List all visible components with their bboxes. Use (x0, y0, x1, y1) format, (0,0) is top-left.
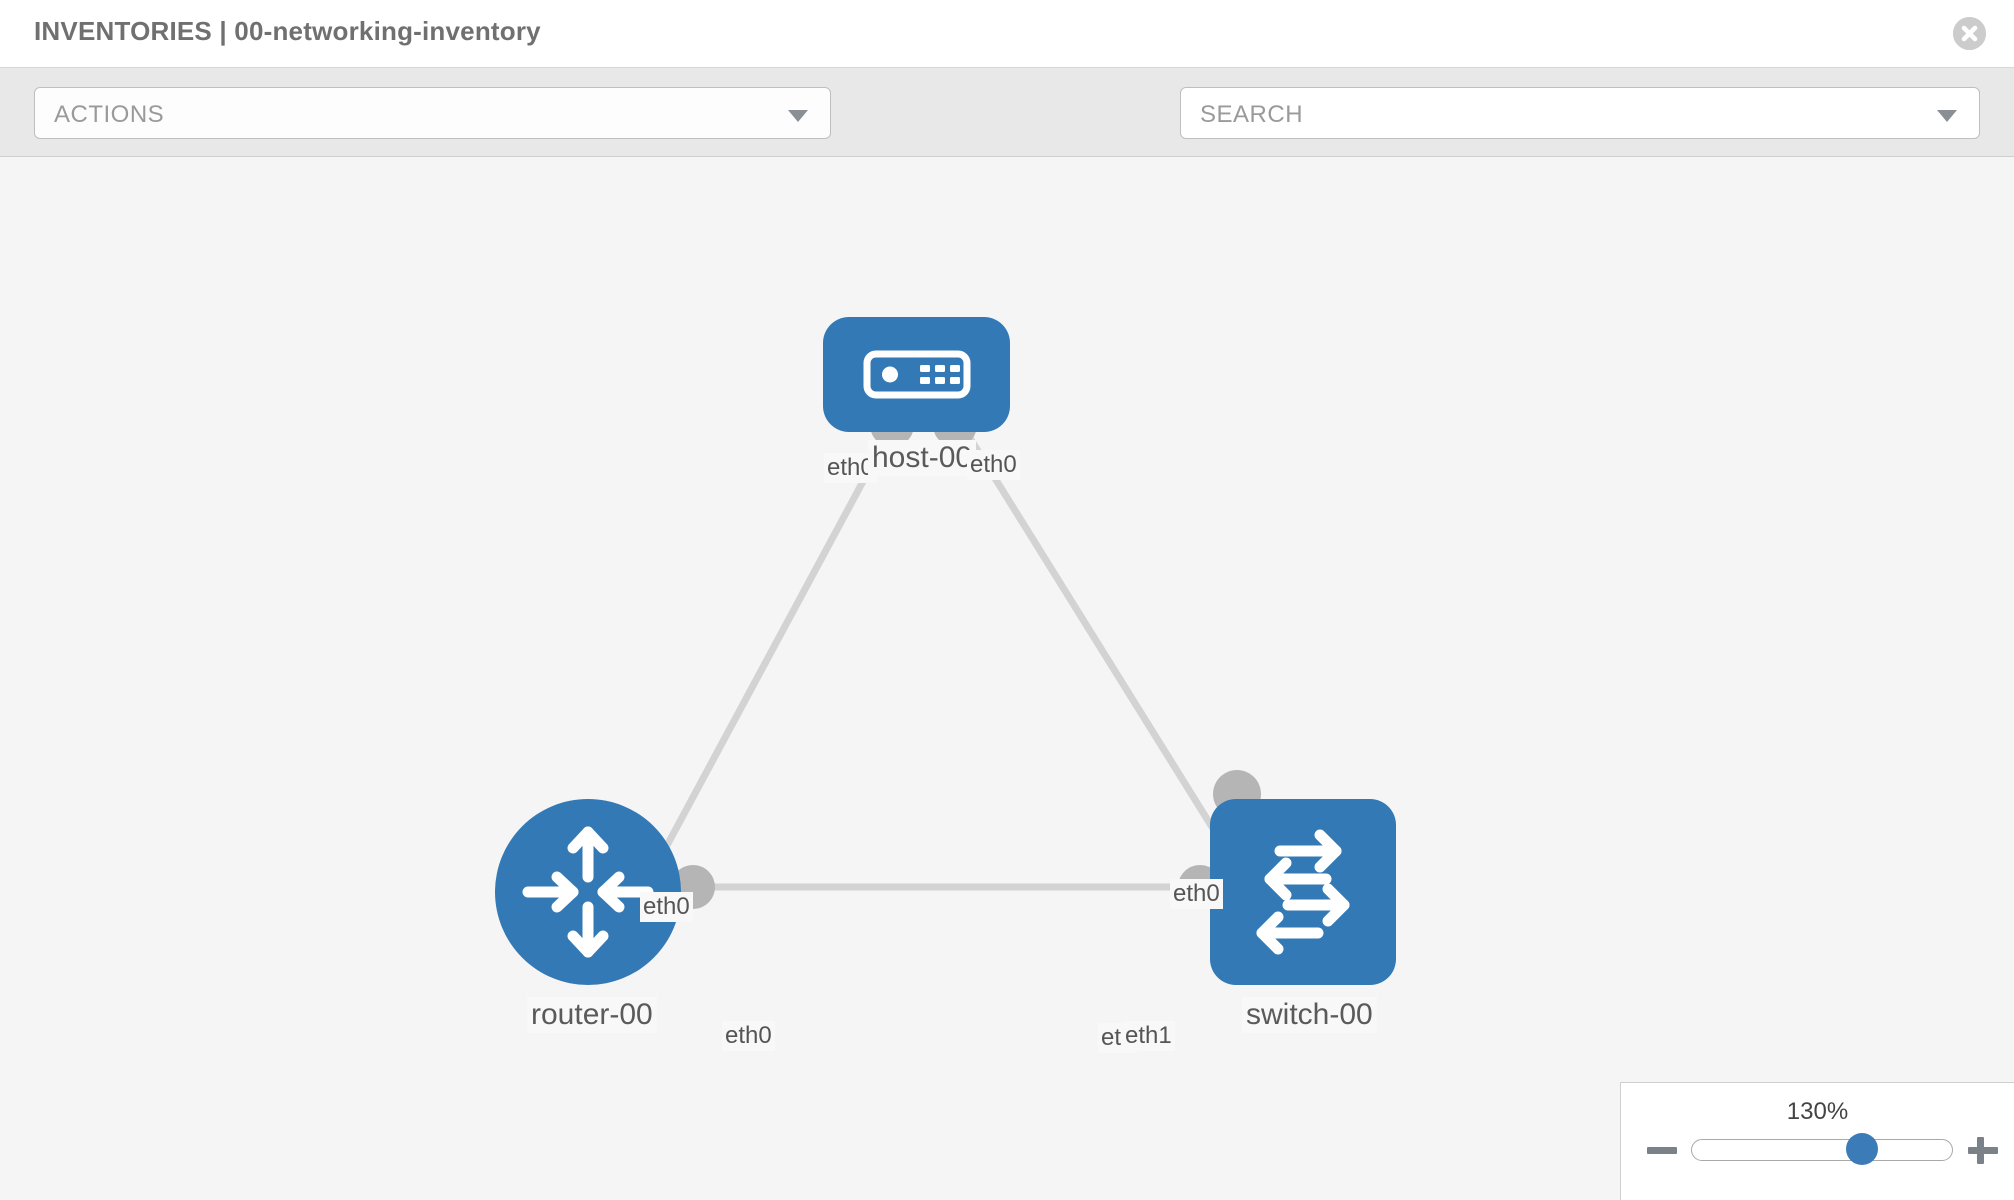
zoom-slider-track[interactable] (1691, 1139, 1953, 1161)
topology-edges (646, 403, 1261, 909)
topology-canvas[interactable]: eth0 host-00 eth0 (0, 157, 2014, 1200)
edge-label-router-to-switch: eth0 (722, 1021, 775, 1051)
plus-bar-vertical (1977, 1137, 1984, 1164)
close-icon[interactable] (1953, 17, 1986, 50)
zoom-control-panel: 130% (1620, 1082, 2014, 1200)
node-label-router-00: router-00 (527, 997, 657, 1033)
zoom-level-value: 130% (1786, 1098, 1849, 1125)
toolbar: ACTIONS SEARC (0, 68, 2014, 200)
node-label-switch-00: switch-00 (1242, 997, 1377, 1033)
page-title: INVENTORIES | 00-networking-inventory (34, 16, 541, 46)
node-label-host-00: host-00 (868, 440, 977, 476)
plus-icon[interactable] (1966, 1133, 2000, 1167)
edge-label-switch-to-host: eth0 (1170, 879, 1223, 909)
page-header: INVENTORIES | 00-networking-inventory (0, 0, 2014, 68)
actions-dropdown-label: ACTIONS (54, 101, 165, 128)
actions-dropdown[interactable]: ACTIONS (34, 87, 831, 139)
chevron-down-icon[interactable] (1937, 110, 1957, 122)
edge-label-host-right: eth0 (967, 450, 1020, 480)
search-placeholder: SEARCH (1200, 101, 1304, 128)
search-input[interactable]: SEARCH (1180, 87, 1980, 139)
switch-arrows-icon (1256, 829, 1350, 955)
edge-label-router-to-host: eth0 (640, 892, 693, 922)
server-icon (863, 350, 971, 399)
zoom-slider-thumb[interactable] (1846, 1133, 1878, 1165)
topology-node-switch-00[interactable] (1210, 799, 1396, 985)
router-arrows-icon (522, 826, 654, 958)
minus-bar (1647, 1147, 1677, 1154)
minus-icon[interactable] (1645, 1133, 1679, 1167)
chevron-down-icon (788, 110, 808, 122)
edge-label-switch-to-router: eth1 (1122, 1021, 1175, 1051)
edge-label-host-left: eth0 (824, 453, 877, 483)
topology-node-host-00[interactable] (823, 317, 1010, 432)
